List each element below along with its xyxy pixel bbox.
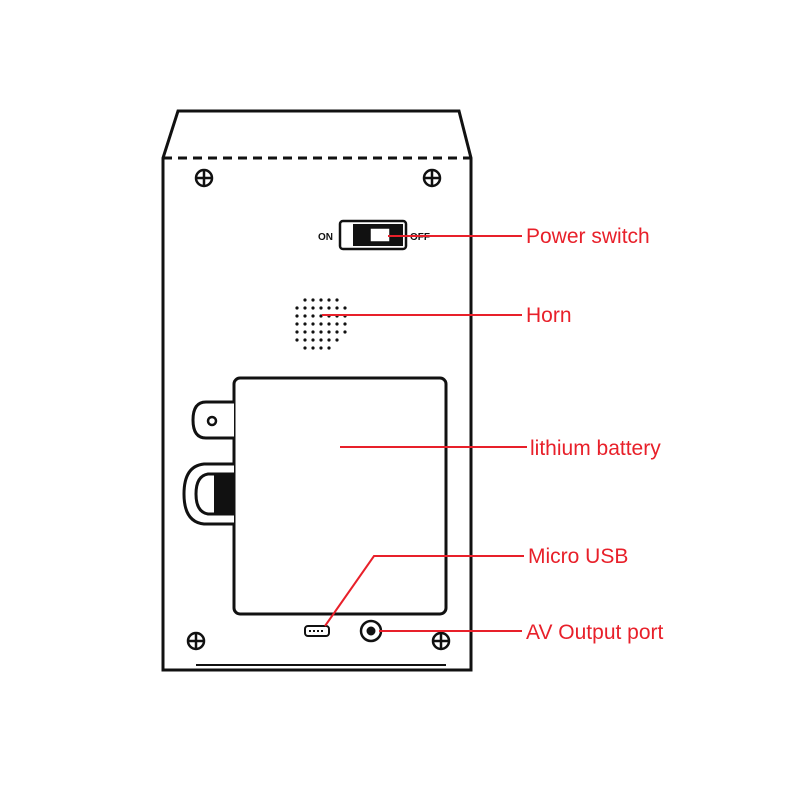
grille-hole [311,298,315,302]
screw-bottom-right [431,631,451,651]
label-horn: Horn [526,304,572,327]
battery-compartment [182,376,448,616]
label-av-output: AV Output port [526,621,664,644]
grille-hole [343,322,347,326]
grille-hole [319,330,323,334]
callout-labels: Power switch Horn lithium battery Micro … [526,225,664,644]
grille-hole [311,338,315,342]
grille-hole [303,322,307,326]
grille-hole [303,298,307,302]
label-micro-usb: Micro USB [528,545,628,568]
grille-hole [343,330,347,334]
grille-hole [327,330,331,334]
grille-hole [319,306,323,310]
callout-leaders [322,235,527,632]
grille-hole [327,306,331,310]
screw-bottom-left [186,631,206,651]
screw-top-right [422,168,442,188]
grille-hole [303,346,307,350]
grille-hole [319,314,323,318]
micro-usb-port [304,625,330,637]
grille-hole [335,298,339,302]
grille-hole [335,330,339,334]
grille-hole [319,298,323,302]
grille-hole [311,306,315,310]
grille-hole [335,322,339,326]
grille-hole [295,330,299,334]
grille-hole [295,338,299,342]
grille-hole [335,338,339,342]
grille-hole [327,338,331,342]
grille-hole [319,346,323,350]
grille-hole [303,330,307,334]
grille-hole [311,330,315,334]
grille-hole [311,346,315,350]
battery-cover [232,376,448,616]
grille-hole [335,306,339,310]
grille-hole [319,322,323,326]
av-output-port [359,619,383,643]
grille-hole [311,322,315,326]
battery-latch-inner [194,472,234,516]
leader-usb [324,555,524,627]
grille-hole [295,314,299,318]
device-housing [161,109,473,672]
grille-hole [319,338,323,342]
switch-off-label: OFF [410,232,430,243]
screw-top-left [194,168,214,188]
grille-hole [311,314,315,318]
grille-hole [327,322,331,326]
battery-tab-hole [206,415,218,427]
grille-hole [303,306,307,310]
label-battery: lithium battery [530,437,661,460]
grille-hole [303,338,307,342]
switch-on-label: ON [318,232,333,243]
battery-tab [191,400,234,440]
battery-latch-grip [214,474,234,514]
grille-hole [295,306,299,310]
grille-hole [343,306,347,310]
grille-hole [327,298,331,302]
power-switch: ON OFF [318,219,430,251]
label-power-switch: Power switch [526,225,650,248]
switch-knob [369,227,391,243]
grille-hole [327,346,331,350]
speaker-grille [295,298,347,350]
grille-hole [295,322,299,326]
grille-hole [303,314,307,318]
